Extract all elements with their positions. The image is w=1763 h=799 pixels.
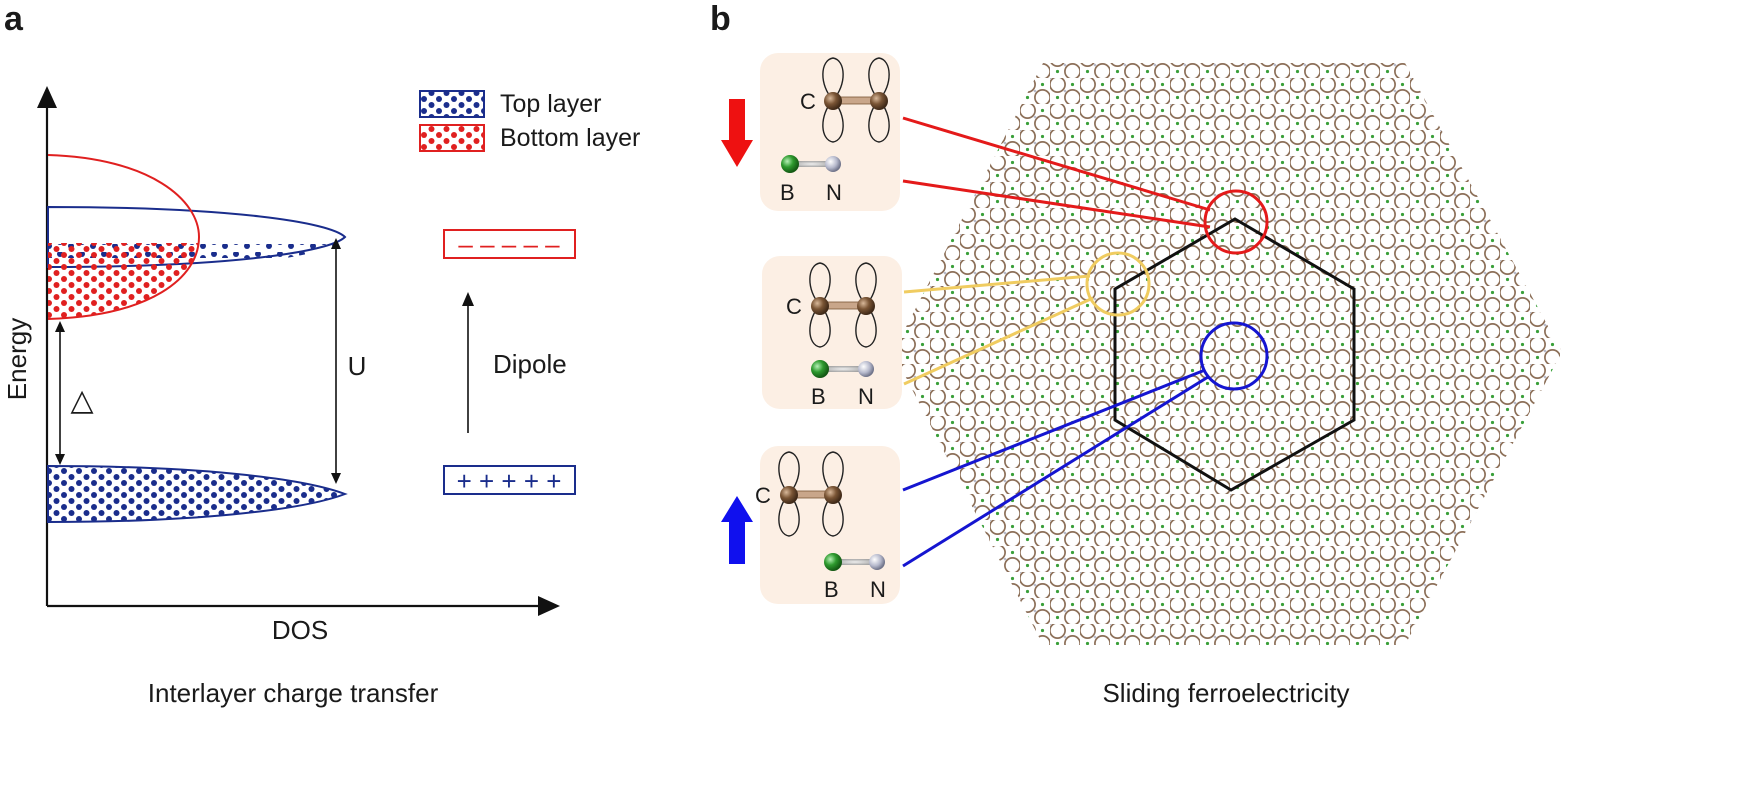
- carbon-atom: [824, 92, 842, 110]
- polarization-down-arrow: [721, 99, 753, 167]
- negative-charges: – – – – –: [458, 229, 560, 259]
- carbon-atom: [870, 92, 888, 110]
- p-orbital: [778, 451, 800, 496]
- connector-yellow-upper: [903, 274, 1091, 294]
- legend-bottom-layer-label: Bottom layer: [500, 124, 640, 152]
- positive-charge-box: [443, 465, 576, 495]
- positive-charges: + + + + +: [457, 466, 562, 496]
- nitrogen-label: N: [870, 577, 886, 602]
- p-orbital: [809, 303, 831, 348]
- p-orbital: [855, 303, 877, 348]
- p-orbital: [822, 57, 844, 102]
- energy-axis-label: Energy: [2, 318, 32, 400]
- p-orbital: [855, 262, 877, 307]
- nitrogen-label: N: [858, 384, 874, 409]
- panel-a-caption: Interlayer charge transfer: [148, 678, 439, 708]
- carbon-label: C: [786, 294, 802, 319]
- legend-top-layer-label: Top layer: [500, 90, 601, 118]
- legend: Top layer Bottom layer: [419, 90, 640, 152]
- stacking-region-neutral-circle: [1085, 251, 1151, 317]
- carbon-label: C: [800, 89, 816, 114]
- panel-a-label: a: [4, 0, 24, 38]
- connector-red-lower: [902, 179, 1211, 229]
- stacking-inset-neutral: C B N: [762, 256, 902, 409]
- stacking-region-down-circle: [1203, 189, 1269, 255]
- carbon-atom: [811, 297, 829, 315]
- stacking-region-up-circle: [1199, 321, 1269, 391]
- p-orbital: [868, 98, 890, 143]
- connector-red-upper: [902, 116, 1211, 212]
- dos-axis-arrowhead: [538, 596, 560, 616]
- connector-yellow-lower: [903, 296, 1094, 386]
- nitrogen-atom: [858, 361, 874, 377]
- p-orbital: [822, 451, 844, 496]
- boron-atom: [781, 155, 799, 173]
- p-orbital: [822, 492, 844, 537]
- negative-charge-box: [443, 229, 576, 259]
- boron-atom: [811, 360, 829, 378]
- boron-atom: [824, 553, 842, 571]
- carbon-label: C: [755, 483, 771, 508]
- bn-bond: [833, 559, 877, 565]
- connector-blue-upper: [902, 368, 1206, 492]
- carbon-atom: [780, 486, 798, 504]
- energy-axis-arrowhead: [37, 86, 57, 108]
- moire-unit-cell: [1113, 217, 1356, 492]
- stacking-inset-up: C B N: [755, 446, 900, 604]
- bn-bond: [820, 366, 866, 372]
- p-orbital: [778, 492, 800, 537]
- connector-blue-lower: [902, 375, 1209, 568]
- dos-axis-label: DOS: [272, 615, 328, 645]
- boron-label: B: [811, 384, 826, 409]
- valence-band-occupied-states: [48, 466, 345, 522]
- p-orbital: [868, 57, 890, 102]
- p-orbital: [809, 262, 831, 307]
- panel-b-caption: Sliding ferroelectricity: [1102, 678, 1349, 708]
- polarization-up-arrow: [721, 496, 753, 564]
- boron-label: B: [824, 577, 839, 602]
- nitrogen-atom: [825, 156, 841, 172]
- bn-bond: [790, 161, 833, 167]
- nitrogen-label: N: [826, 180, 842, 205]
- nitrogen-atom: [869, 554, 885, 570]
- stacking-inset-down: C B N: [760, 53, 900, 211]
- p-orbital: [822, 98, 844, 143]
- gap-symbol: △: [70, 384, 93, 417]
- dipole-label: Dipole: [493, 349, 567, 379]
- carbon-atom: [824, 486, 842, 504]
- panel-b-label: b: [710, 0, 731, 38]
- boron-label: B: [780, 180, 795, 205]
- carbon-atom: [857, 297, 875, 315]
- moire-superlattice: [893, 63, 1562, 645]
- interaction-label: U: [348, 351, 367, 381]
